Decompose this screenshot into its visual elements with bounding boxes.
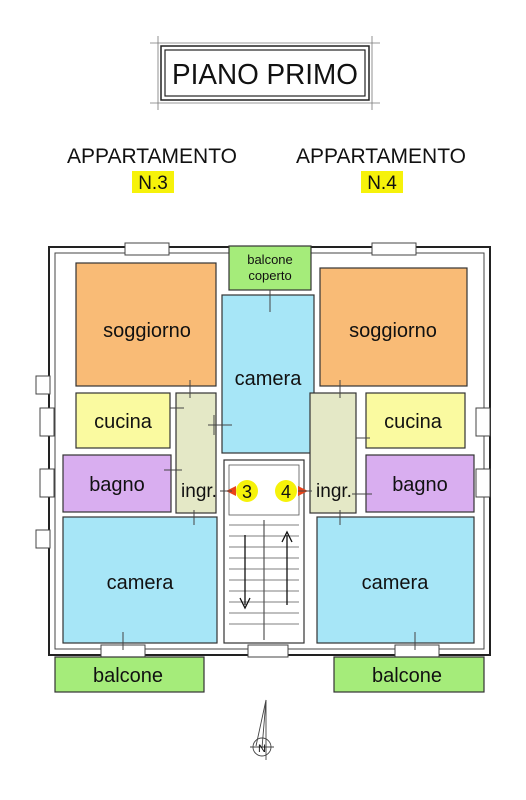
apartment-4-heading: APPARTAMENTO: [296, 145, 466, 168]
room-soggiorno-left: [75, 262, 217, 387]
camera-center-label: camera: [235, 368, 303, 390]
room-bagno-left: [62, 454, 172, 513]
room-camera-center: [221, 294, 315, 454]
balcone-coperto-label-line1: balcone: [247, 252, 293, 267]
room-balcone-right: [333, 656, 485, 693]
room-camera-right: [316, 516, 475, 644]
soggiorno-right-label: soggiorno: [349, 320, 437, 342]
ingresso-left-label: ingr.: [181, 481, 217, 502]
room-ingresso-left: [175, 392, 217, 514]
door-badge-3-label: 3: [242, 482, 252, 502]
room-cucina-left: [75, 392, 171, 449]
apartment-4-number-highlight: [361, 171, 403, 193]
camera-right-label: camera: [362, 572, 430, 594]
apartment-3-heading: APPARTAMENTO: [67, 145, 237, 168]
soggiorno-left-label: soggiorno: [103, 320, 191, 342]
room-camera-left: [62, 516, 218, 644]
balcone-coperto-label-line2: coperto: [248, 268, 291, 283]
camera-left-label: camera: [107, 572, 175, 594]
apartment-3-number-highlight: [132, 171, 174, 193]
cucina-left-label: cucina: [94, 411, 153, 433]
ingresso-right-label: ingr.: [316, 481, 352, 502]
door-badge-4: [275, 480, 297, 502]
title-frame: [150, 36, 380, 110]
north-arrow-icon: [250, 699, 274, 760]
balcone-left-label: balcone: [93, 665, 163, 687]
room-ingresso-right: [309, 392, 357, 514]
bagno-right-label: bagno: [392, 474, 448, 496]
door-badge-3: [236, 480, 258, 502]
room-soggiorno-right: [319, 267, 468, 387]
door-badge-4-label: 4: [281, 482, 291, 502]
room-bagno-right: [365, 454, 475, 513]
wall-openings: [35, 242, 491, 658]
balcone-right-label: balcone: [372, 665, 442, 687]
compass-letter: N: [258, 743, 266, 755]
page-title: PIANO PRIMO: [172, 59, 358, 91]
room-cucina-right: [365, 392, 466, 449]
room-balcone-coperto: [228, 245, 312, 291]
apartment-4-number-label: N.4: [367, 173, 397, 194]
room-balcone-left: [54, 656, 205, 693]
apartment-3-number-label: N.3: [138, 173, 168, 194]
cucina-right-label: cucina: [384, 411, 443, 433]
bagno-left-label: bagno: [89, 474, 145, 496]
door-marks: [122, 290, 416, 650]
